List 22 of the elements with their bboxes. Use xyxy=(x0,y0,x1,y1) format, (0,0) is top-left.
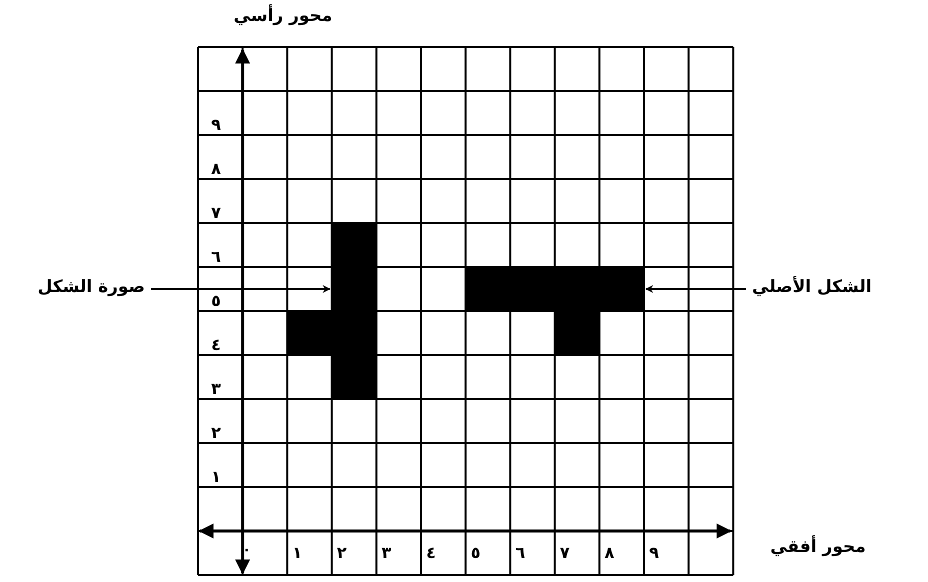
tick-label: ٩ xyxy=(649,545,659,561)
tick-label: ٨ xyxy=(604,545,614,561)
tick-label: ٣ xyxy=(211,381,221,397)
tick-label: ٥ xyxy=(470,545,480,561)
tick-label: ٦ xyxy=(515,545,526,561)
tick-label: ٩ xyxy=(211,117,221,133)
tick-label: ٤ xyxy=(211,337,221,353)
callout-text: صورة الشكل xyxy=(38,279,145,296)
tick-label: ٣ xyxy=(382,545,392,561)
leader-arrow xyxy=(645,285,746,293)
tick-label: ١ xyxy=(292,545,302,561)
tick-label: ٤ xyxy=(426,545,436,561)
tick-label: ٧ xyxy=(560,545,570,561)
tick-label: ٥ xyxy=(211,293,221,309)
tick-label: ٠ xyxy=(242,543,251,557)
tick-label: ٧ xyxy=(211,205,221,221)
leader-arrow xyxy=(151,285,331,293)
tick-label: ٢ xyxy=(336,545,347,561)
tick-label: ٨ xyxy=(211,161,221,177)
tick-label: ٦ xyxy=(211,249,221,265)
tick-label: ١ xyxy=(211,469,221,485)
tick-label: ٢ xyxy=(211,425,221,441)
